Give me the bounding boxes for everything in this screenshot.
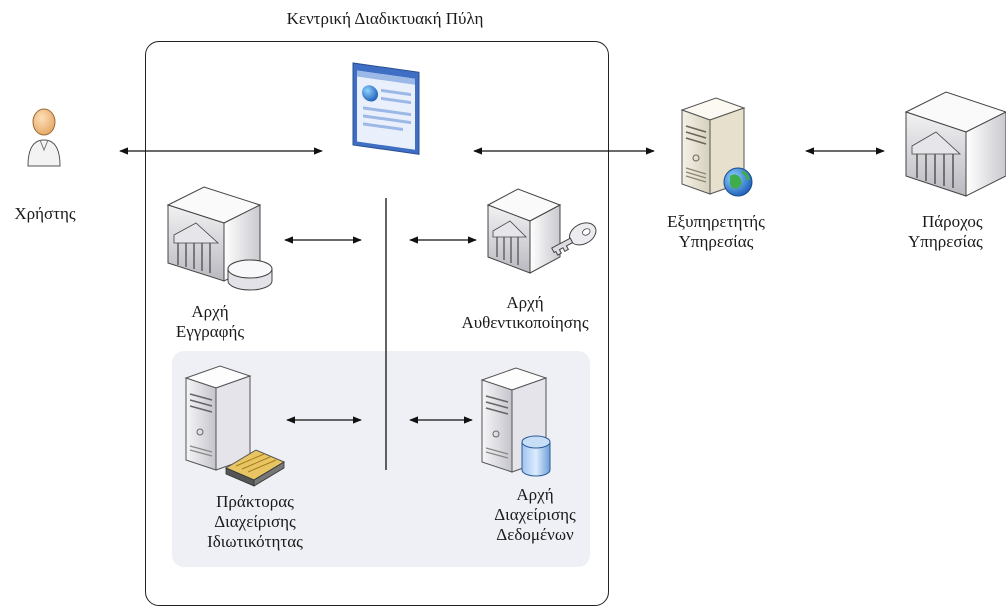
service-server-label: Εξυπηρετητής Υπηρεσίας	[667, 212, 765, 251]
service-provider-label: Πάροχος Υπηρεσίας	[908, 212, 983, 251]
building-database-icon	[166, 186, 273, 291]
web-page-icon	[352, 62, 420, 155]
registration-authority-label: Αρχή Εγγραφής	[175, 302, 245, 341]
server-firewall-icon	[184, 365, 286, 487]
institution-building-icon	[904, 91, 1006, 197]
portal-title: Κεντρική Διαδικτυακή Πύλη	[286, 9, 484, 28]
authentication-authority-label: Αρχή Αυθεντικοποίησης	[461, 293, 589, 332]
user-icon	[27, 108, 61, 167]
web-server-globe-icon	[680, 97, 753, 197]
data-authority-label: Αρχή Διαχείρισης Δεδομένων	[494, 485, 576, 544]
server-database-icon	[480, 367, 551, 477]
privacy-agent-label: Πράκτορας Διαχείρισης Ιδιωτικότητας	[207, 492, 303, 551]
user-label: Χρήστης	[14, 204, 76, 223]
building-key-icon	[486, 188, 597, 274]
